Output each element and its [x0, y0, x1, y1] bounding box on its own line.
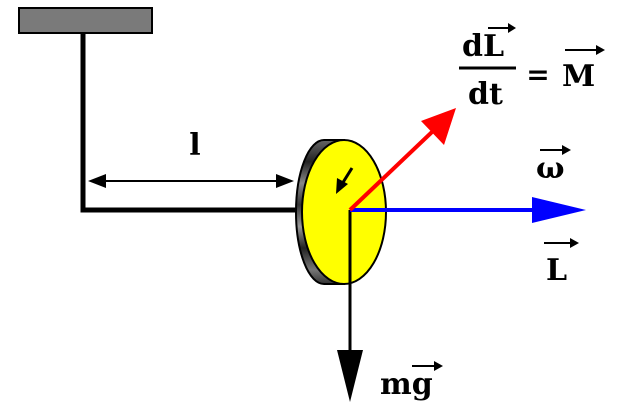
vector-arrow-icon — [488, 23, 516, 33]
omega-label-group: ω — [536, 145, 571, 186]
torque-equation: dL dt = M — [459, 23, 605, 112]
vector-arrow-icon — [540, 145, 571, 155]
rotation-indicator-arrow — [336, 167, 354, 194]
weight-label: mg — [380, 367, 433, 402]
vector-arrow-icon — [544, 238, 579, 248]
torque-numerator: dL — [462, 29, 504, 64]
ceiling-support — [18, 7, 153, 34]
omega-label: ω — [536, 151, 565, 186]
torque-arrow — [348, 108, 456, 212]
angular-momentum-label-group: L — [544, 238, 579, 288]
omega-arrow — [350, 197, 586, 223]
support-rod — [80, 33, 304, 213]
torque-denominator: dt — [468, 77, 503, 112]
torque-symbol: M — [562, 59, 595, 94]
weight-label-group: mg — [380, 361, 443, 402]
vector-arrow-icon — [565, 45, 605, 55]
angular-momentum-label: L — [546, 253, 567, 288]
length-dimension — [88, 174, 294, 188]
equals-sign: = — [526, 58, 549, 91]
vector-arrow-icon — [412, 361, 443, 371]
length-label: l — [189, 128, 200, 163]
gyroscope-wheel — [295, 139, 387, 285]
weight-arrow — [337, 210, 363, 402]
